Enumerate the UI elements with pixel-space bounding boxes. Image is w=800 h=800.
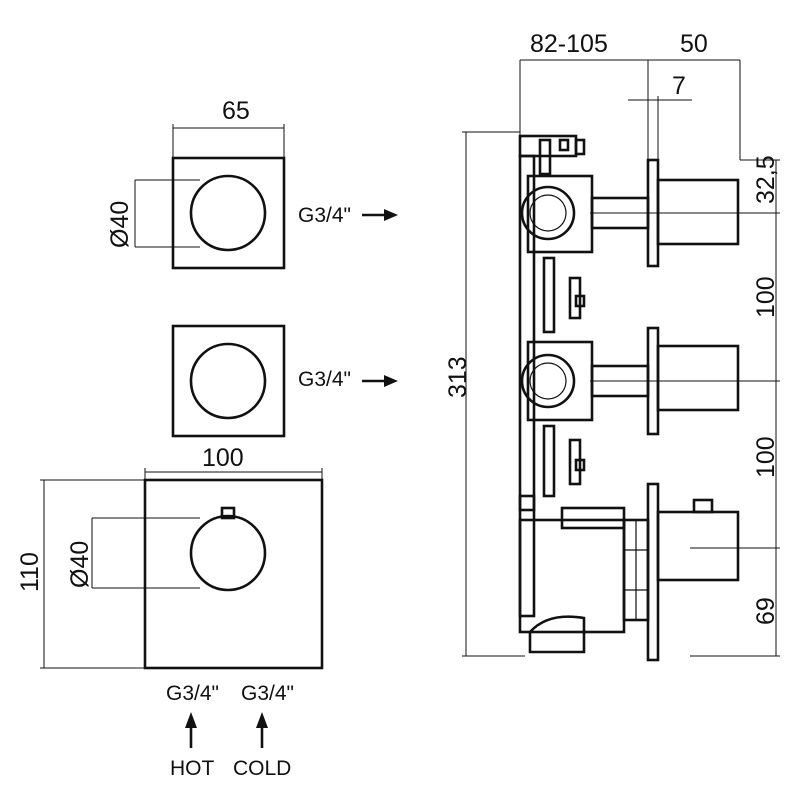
inlet-hot-size: G3/4" [166,682,219,705]
body-slot-2 [542,256,556,334]
hot-label: HOT [170,757,215,780]
body-block-middle [526,340,594,422]
cartridge-middle-outer [520,353,576,409]
dim-plate-thickness: 7 [672,72,686,100]
dim-plate-large-width: 100 [202,444,244,472]
dim-top-offset: 32,5 [752,155,780,204]
handle-bottom [656,510,740,582]
side-plate-bottom [646,482,660,662]
dim-spacing-lower: 100 [752,436,780,478]
body-screw-1 [558,138,570,152]
dim-handle-length: 50 [680,30,708,58]
middle-plate [171,324,286,438]
outlet-middle-callout: G3/4" [298,368,398,391]
body-screw-2 [574,138,586,156]
dim-total-height: 313 [444,356,472,398]
dim-depth-range: 82-105 [530,30,608,58]
outlet-top-label: G3/4" [298,204,351,227]
bottom-plate-view: 100 110 Ø40 [16,444,324,670]
dim-spacing-upper: 100 [752,276,780,318]
cartridge-middle-inner [529,362,567,400]
dim-bottom-offset: 69 [752,597,780,625]
handle-top [656,178,740,246]
dim-plate-large-height: 110 [16,552,44,592]
cartridge-top-inner [529,194,567,232]
top-plate-view: 65 Ø40 [106,97,286,270]
stem-middle [590,364,650,398]
outlet-top-callout: G3/4" [298,204,398,227]
thermostat-body [518,518,626,634]
body-rib-3 [568,438,582,486]
body-rib-2 [568,276,582,320]
handle-bottom-cap [692,498,714,514]
body-slot-1 [538,138,552,176]
handle-middle [656,344,740,412]
thermostat-base [528,615,586,654]
arrow-right-icon [384,209,398,221]
bottom-knob [189,514,267,592]
body-block-top [526,174,594,254]
cold-label: COLD [233,757,291,780]
middle-knob [189,342,267,420]
body-slot-3 [542,424,556,498]
dim-knob-diameter-bottom: Ø40 [66,541,94,588]
body-screw-3 [574,294,586,308]
middle-plate-view [171,324,286,438]
side-view: 313 82-105 50 7 32,5 100 100 69 [444,30,780,662]
inlet-cold-size: G3/4" [241,682,294,705]
knob-indicator [220,506,236,520]
arrow-up-icon [256,712,268,728]
outlet-middle-label: G3/4" [298,368,351,391]
cartridge-top-outer [520,185,576,241]
inlet-callouts: G3/4" G3/4" HOT COLD [166,682,294,780]
dim-plate-small-width: 65 [222,97,250,125]
body-screw-4 [574,458,586,472]
dim-knob-diameter-top: Ø40 [106,201,134,248]
top-plate [171,156,286,270]
arrow-up-icon [185,712,197,728]
bottom-plate [143,478,324,670]
top-knob [189,174,267,252]
body-bottom-tab [518,494,536,512]
arrow-right-icon [384,375,398,387]
thermostat-top-ridge [560,506,626,530]
stem-top [590,196,650,230]
body-rear-spine [518,154,536,618]
